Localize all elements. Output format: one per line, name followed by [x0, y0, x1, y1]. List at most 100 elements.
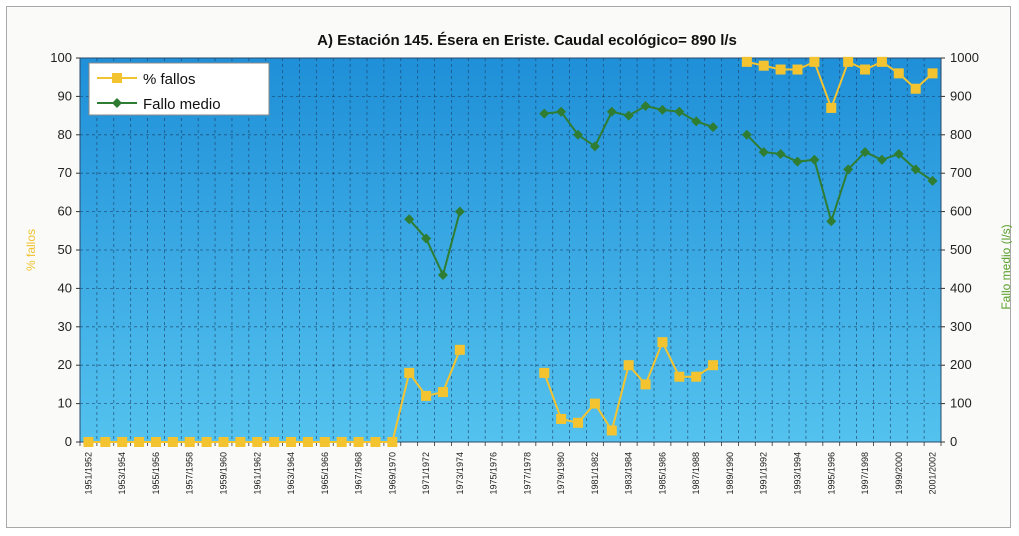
data-point-pct-fallos: [319, 437, 330, 447]
series-line-fallo-medio: [408, 211, 461, 278]
x-tick-label: 1995/1996: [826, 452, 836, 495]
x-tick-label: 1951/1952: [83, 452, 93, 495]
data-point-fallo-medio: [843, 164, 854, 175]
data-point-pct-fallos: [843, 56, 854, 67]
x-tick-label: 2001/2002: [928, 452, 938, 495]
data-point-pct-fallos: [134, 437, 145, 447]
data-point-pct-fallos: [421, 390, 432, 401]
data-point-pct-fallos: [201, 437, 212, 447]
x-tick-label: 1991/1992: [759, 452, 769, 495]
data-point-fallo-medio: [758, 147, 769, 158]
x-tick-label: 1959/1960: [219, 452, 229, 495]
x-tick-label: 1967/1968: [354, 452, 364, 495]
data-point-pct-fallos: [218, 437, 229, 447]
right-axis-label: Fallo medio (l/s): [999, 224, 1012, 309]
data-point-fallo-medio: [623, 110, 634, 121]
data-point-pct-fallos: [235, 437, 246, 447]
data-point-pct-fallos: [539, 367, 550, 378]
data-point-pct-fallos: [336, 437, 347, 447]
data-point-pct-fallos: [437, 387, 448, 398]
data-point-fallo-medio: [421, 233, 432, 244]
legend-box: [88, 62, 270, 116]
data-point-pct-fallos: [454, 344, 465, 355]
x-tick-label: 1971/1972: [421, 452, 431, 495]
legend: % fallos Fallo medio: [88, 62, 270, 116]
right-tick-label: 700: [950, 165, 972, 180]
data-point-fallo-medio: [708, 122, 719, 133]
chart-frame: A) Estación 145. Ésera en Eriste. Caudal…: [6, 6, 1012, 528]
x-tick-label: 1989/1990: [725, 452, 735, 495]
data-point-pct-fallos: [167, 437, 178, 447]
legend-marker-fallo: [112, 98, 122, 108]
data-point-pct-fallos: [269, 437, 280, 447]
data-point-pct-fallos: [150, 437, 161, 447]
data-point-pct-fallos: [589, 398, 600, 409]
x-tick-label: 1987/1988: [691, 452, 701, 495]
data-point-fallo-medio: [556, 106, 567, 117]
legend-marker-pct: [112, 73, 122, 83]
data-point-fallo-medio: [674, 106, 685, 117]
left-tick-label: 30: [58, 319, 72, 334]
data-point-pct-fallos: [674, 371, 685, 382]
data-point-fallo-medio: [454, 206, 465, 217]
data-point-pct-fallos: [893, 68, 904, 79]
data-point-pct-fallos: [556, 413, 567, 424]
data-point-fallo-medio: [573, 129, 584, 140]
data-point-pct-fallos: [741, 56, 752, 67]
data-point-fallo-medio: [437, 269, 448, 280]
x-tick-label: 1979/1980: [556, 452, 566, 495]
data-point-pct-fallos: [184, 437, 195, 447]
x-tick-label: 1985/1986: [657, 452, 667, 495]
x-tick-label: 1975/1976: [489, 452, 499, 495]
left-tick-label: 40: [58, 280, 72, 295]
x-tick-label: 1963/1964: [286, 452, 296, 495]
data-point-pct-fallos: [370, 437, 381, 447]
x-tick-label: 1965/1966: [320, 452, 330, 495]
left-tick-label: 20: [58, 357, 72, 372]
legend-label-fallo: Fallo medio: [143, 96, 221, 113]
x-tick-label: 1955/1956: [151, 452, 161, 495]
right-tick-label: 400: [950, 280, 972, 295]
series-layer: [83, 56, 938, 447]
right-tick-label: 200: [950, 357, 972, 372]
x-tick-label: 1981/1982: [590, 452, 600, 495]
plot-area: [80, 58, 941, 442]
data-point-fallo-medio: [404, 214, 415, 225]
data-point-pct-fallos: [927, 68, 938, 79]
data-point-pct-fallos: [708, 360, 719, 371]
right-tick-label: 800: [950, 127, 972, 142]
chart-title: A) Estación 145. Ésera en Eriste. Caudal…: [317, 32, 737, 49]
data-point-pct-fallos: [302, 437, 313, 447]
data-point-pct-fallos: [691, 371, 702, 382]
data-point-fallo-medio: [691, 116, 702, 127]
x-tick-label: 1977/1978: [522, 452, 532, 495]
data-point-pct-fallos: [910, 83, 921, 94]
data-point-pct-fallos: [573, 417, 584, 428]
data-point-pct-fallos: [809, 56, 820, 67]
grid-lines: [79, 57, 942, 443]
data-point-pct-fallos: [117, 437, 128, 447]
right-tick-label: 900: [950, 88, 972, 103]
right-tick-label: 300: [950, 319, 972, 334]
x-tick-label: 1993/1994: [793, 452, 803, 495]
data-point-fallo-medio: [741, 129, 752, 140]
chart-svg: A) Estación 145. Ésera en Eriste. Caudal…: [24, 32, 1012, 495]
data-point-pct-fallos: [826, 102, 837, 113]
data-point-fallo-medio: [657, 104, 668, 115]
data-point-fallo-medio: [910, 164, 921, 175]
data-point-pct-fallos: [623, 360, 634, 371]
right-tick-label: 0: [950, 434, 957, 449]
data-point-fallo-medio: [589, 141, 600, 152]
data-point-fallo-medio: [927, 175, 938, 186]
x-tick-label: 1973/1974: [455, 452, 465, 495]
data-point-fallo-medio: [606, 106, 617, 117]
data-point-pct-fallos: [353, 437, 364, 447]
left-tick-label: 80: [58, 127, 72, 142]
data-point-pct-fallos: [606, 425, 617, 436]
right-tick-label: 1000: [950, 50, 979, 65]
x-tick-label: 1953/1954: [117, 452, 127, 495]
left-tick-label: 90: [58, 88, 72, 103]
